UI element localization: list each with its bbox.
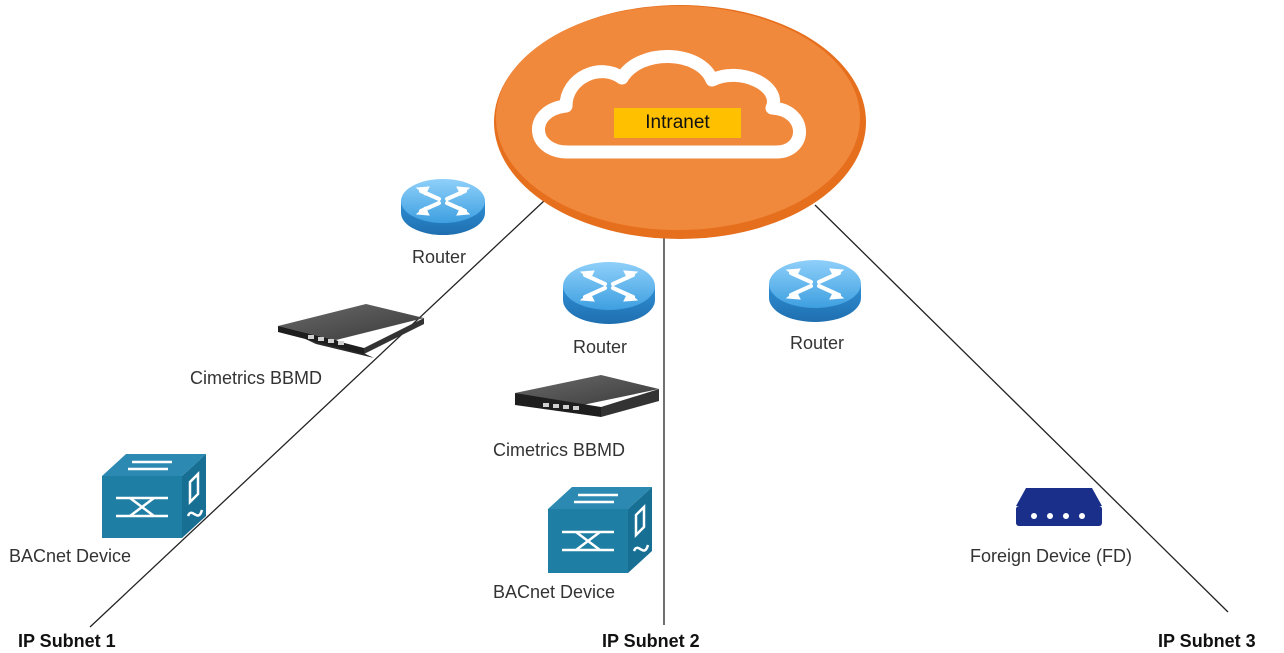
subnet-label-1: IP Subnet 1 bbox=[18, 631, 116, 651]
router-icon bbox=[769, 260, 861, 322]
device-label-1: BACnet Device bbox=[9, 546, 132, 566]
subnet-label-2: IP Subnet 2 bbox=[602, 631, 700, 651]
bbmd-label-2: Cimetrics BBMD bbox=[493, 440, 626, 460]
bbmd-appliance-icon bbox=[515, 375, 659, 417]
router-label-2: Router bbox=[573, 337, 628, 357]
subnet-label-3: IP Subnet 3 bbox=[1158, 631, 1256, 651]
intranet-label: Intranet bbox=[614, 108, 741, 138]
cloud-icon bbox=[532, 50, 806, 159]
network-switch-icon bbox=[102, 454, 206, 538]
router-label-1: Router bbox=[412, 247, 467, 267]
device-label-3: Foreign Device (FD) bbox=[970, 546, 1133, 566]
router-label-3: Router bbox=[790, 333, 845, 353]
network-switch-icon bbox=[548, 487, 652, 573]
foreign-device-icon bbox=[1016, 488, 1102, 526]
link-subnet-3 bbox=[814, 204, 1229, 613]
bbmd-appliance-icon bbox=[278, 304, 424, 358]
router-icon bbox=[401, 179, 485, 235]
connection-lines bbox=[89, 199, 1229, 628]
router-icon bbox=[563, 262, 655, 324]
device-label-2: BACnet Device bbox=[493, 582, 616, 602]
bbmd-label-1: Cimetrics BBMD bbox=[190, 368, 323, 388]
link-subnet-1 bbox=[89, 199, 546, 628]
